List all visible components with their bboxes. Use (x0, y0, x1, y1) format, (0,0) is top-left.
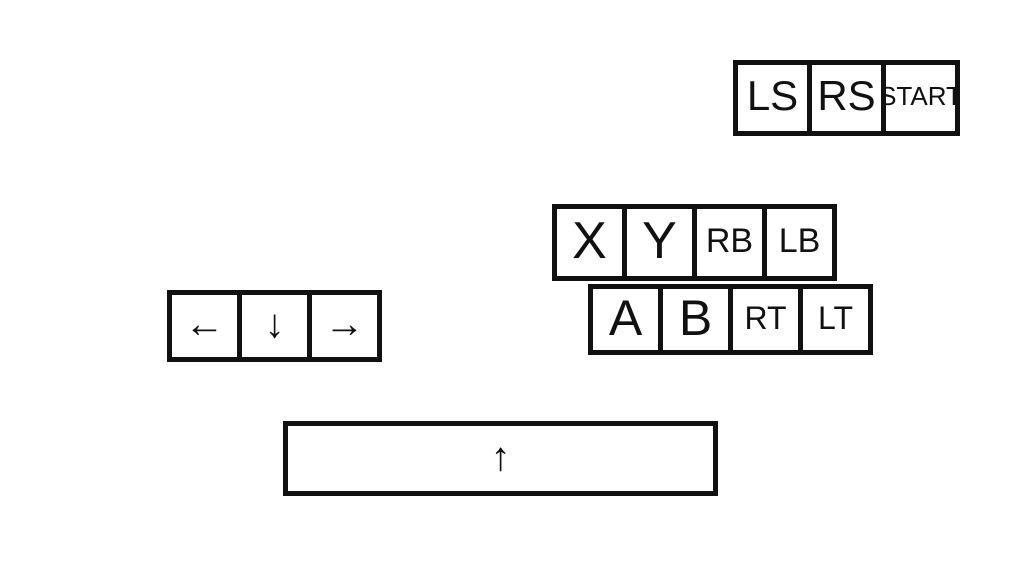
key-ls[interactable]: LS (733, 60, 812, 136)
face-button-bottom-cluster: A B RT LT (588, 284, 873, 355)
key-start-label: START (881, 81, 960, 111)
key-a-label: A (608, 289, 643, 346)
key-spacebar-up[interactable]: ↑ (283, 421, 718, 496)
key-x-label: X (572, 211, 607, 270)
key-b-label: B (678, 289, 713, 346)
dpad-cluster: ← ↓ → (167, 290, 382, 362)
key-a[interactable]: A (588, 284, 663, 355)
key-arrow-right[interactable]: → (307, 290, 382, 362)
key-rb[interactable]: RB (692, 204, 767, 281)
key-rs-label: RS (817, 72, 876, 119)
face-button-top-cluster: X Y RB LB (552, 204, 837, 281)
key-lt[interactable]: LT (798, 284, 873, 355)
system-button-cluster: LS RS START (733, 60, 960, 136)
key-arrow-down[interactable]: ↓ (237, 290, 312, 362)
key-arrow-left[interactable]: ← (167, 290, 242, 362)
key-lb[interactable]: LB (762, 204, 837, 281)
key-y-label: Y (642, 211, 677, 270)
arrow-up-icon: ↑ (490, 434, 511, 479)
key-rb-label: RB (705, 221, 754, 260)
key-y[interactable]: Y (622, 204, 697, 281)
key-lb-label: LB (778, 221, 821, 260)
key-ls-label: LS (746, 72, 799, 119)
arrow-left-icon: ← (184, 302, 225, 346)
key-rt-label: RT (744, 299, 787, 336)
key-lt-label: LT (818, 299, 853, 336)
key-rs[interactable]: RS (807, 60, 886, 136)
key-x[interactable]: X (552, 204, 627, 281)
key-b[interactable]: B (658, 284, 733, 355)
key-rt[interactable]: RT (728, 284, 803, 355)
arrow-down-icon: ↓ (264, 302, 285, 346)
key-start[interactable]: START (881, 60, 960, 136)
spacebar-cluster: ↑ (283, 421, 718, 496)
arrow-right-icon: → (324, 302, 365, 346)
